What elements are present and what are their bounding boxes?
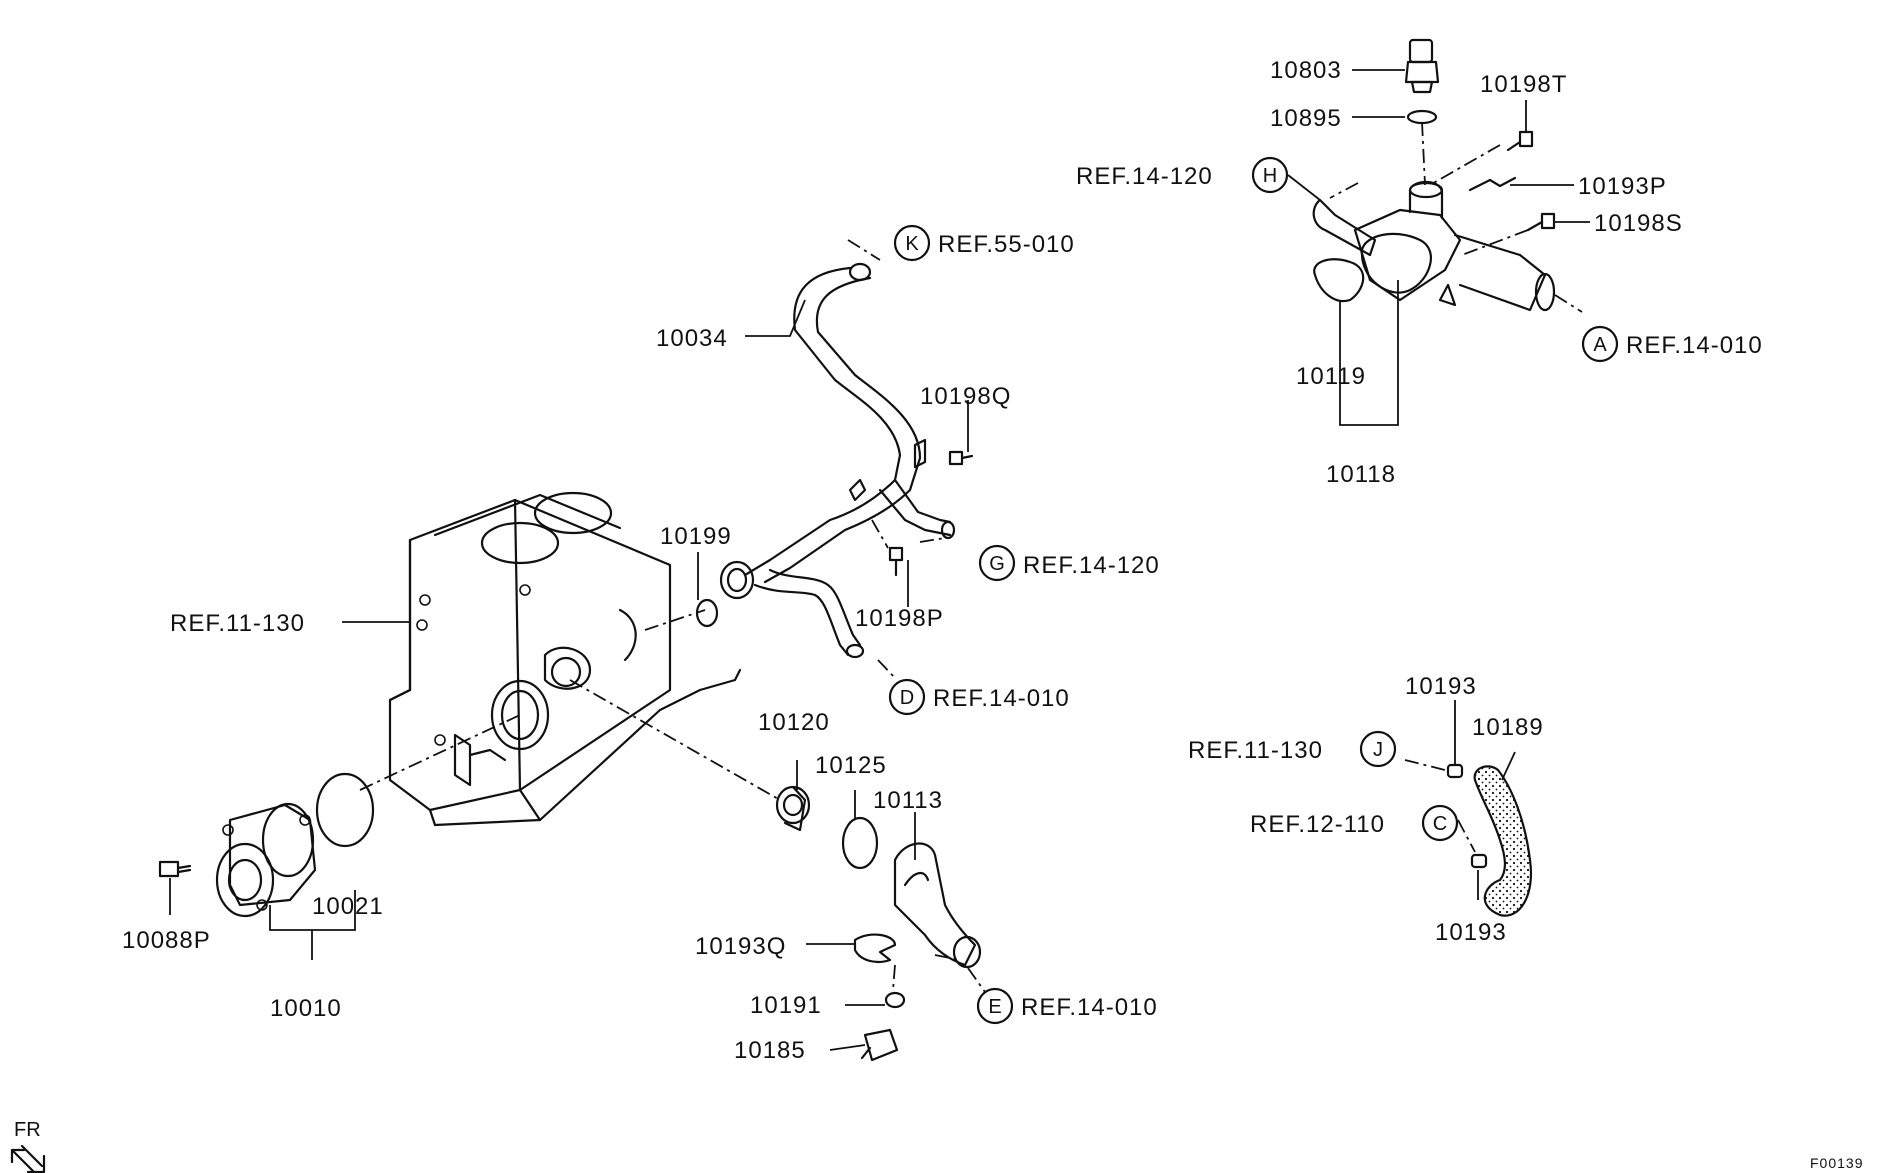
label-10118: 10118 bbox=[1326, 461, 1396, 488]
label-10895: 10895 bbox=[1270, 105, 1342, 132]
sender-washer bbox=[1406, 109, 1438, 125]
ref-g-label: REF.14-120 bbox=[1023, 552, 1160, 579]
label-10198q: 10198Q bbox=[920, 383, 1011, 410]
label-10193p: 10193P bbox=[1578, 173, 1667, 200]
callout-a: A bbox=[1581, 325, 1619, 363]
svg-text:G: G bbox=[989, 553, 1005, 575]
hose-clip bbox=[853, 933, 897, 964]
label-10034: 10034 bbox=[656, 325, 728, 352]
ref-c-label: REF.12-110 bbox=[1250, 811, 1385, 838]
label-10010: 10010 bbox=[270, 995, 342, 1022]
label-10198p: 10198P bbox=[855, 605, 944, 632]
label-10193-lower: 10193 bbox=[1435, 919, 1507, 946]
thermostat bbox=[775, 785, 811, 832]
svg-text:FR: FR bbox=[14, 1119, 41, 1141]
callout-j: J bbox=[1359, 730, 1397, 768]
temperature-sender bbox=[1404, 38, 1440, 94]
label-10803: 10803 bbox=[1270, 57, 1342, 84]
hose-clamp-lower bbox=[1470, 853, 1488, 869]
thermostat-gasket bbox=[841, 816, 879, 870]
ref-h-label: REF.14-120 bbox=[1076, 163, 1213, 190]
label-10193q: 10193Q bbox=[695, 933, 786, 960]
leader-lines bbox=[169, 69, 1590, 1051]
label-10185: 10185 bbox=[734, 1037, 806, 1064]
ref-j-label: REF.11-130 bbox=[1188, 737, 1323, 764]
water-pipe bbox=[719, 262, 956, 659]
ref-e-label: REF.14-010 bbox=[1021, 994, 1158, 1021]
label-10113: 10113 bbox=[873, 787, 943, 814]
label-10189: 10189 bbox=[1472, 714, 1544, 741]
front-arrow: FR bbox=[10, 1119, 46, 1173]
pipe-bolt-p bbox=[888, 546, 904, 577]
outlet-bolt-s bbox=[1526, 212, 1556, 232]
pipe-o-ring bbox=[695, 598, 719, 628]
assembly-lines bbox=[359, 121, 1583, 993]
callout-c: C bbox=[1421, 804, 1459, 842]
ref-d-label: REF.14-010 bbox=[933, 685, 1070, 712]
water-inlet-fitting bbox=[893, 842, 982, 969]
water-outlet-fitting bbox=[1312, 180, 1556, 312]
ref-a-label: REF.14-010 bbox=[1626, 332, 1763, 359]
label-10125: 10125 bbox=[815, 752, 887, 779]
ref-engine-label: REF.11-130 bbox=[170, 610, 305, 637]
label-10119: 10119 bbox=[1296, 363, 1366, 390]
svg-text:E: E bbox=[988, 996, 1001, 1018]
outlet-bolt-t bbox=[1506, 130, 1534, 152]
svg-text:C: C bbox=[1433, 813, 1447, 835]
svg-text:J: J bbox=[1373, 739, 1383, 761]
svg-text:A: A bbox=[1593, 334, 1607, 356]
temperature-sensor bbox=[860, 1028, 899, 1062]
label-10199: 10199 bbox=[660, 523, 732, 550]
callout-g: G bbox=[978, 544, 1016, 582]
engine-block bbox=[388, 491, 742, 827]
water-pump bbox=[215, 802, 317, 918]
outlet-clip bbox=[1468, 176, 1517, 192]
label-10198s: 10198S bbox=[1594, 210, 1683, 237]
label-10198t: 10198T bbox=[1480, 71, 1567, 98]
callout-h: H bbox=[1251, 156, 1289, 194]
svg-text:D: D bbox=[900, 687, 914, 709]
hose-clamp-upper bbox=[1446, 763, 1464, 779]
label-10120: 10120 bbox=[758, 709, 830, 736]
svg-text:H: H bbox=[1263, 165, 1277, 187]
water-pump-gasket bbox=[315, 772, 375, 848]
callout-e: E bbox=[976, 987, 1014, 1025]
pipe-bolt-q bbox=[948, 450, 974, 466]
label-10021: 10021 bbox=[312, 893, 384, 920]
svg-text:K: K bbox=[905, 233, 919, 255]
figure-code: F00139 bbox=[1810, 1155, 1863, 1171]
callout-k: K bbox=[893, 224, 931, 262]
ref-k-label: REF.55-010 bbox=[938, 231, 1075, 258]
outlet-gasket bbox=[1313, 258, 1365, 303]
pump-bolt bbox=[158, 860, 192, 878]
label-10191: 10191 bbox=[750, 992, 822, 1019]
bypass-hose bbox=[1473, 765, 1533, 917]
callout-d: D bbox=[888, 678, 926, 716]
sensor-gasket bbox=[884, 991, 906, 1009]
label-10088p: 10088P bbox=[122, 927, 211, 954]
label-10193-upper: 10193 bbox=[1405, 673, 1477, 700]
